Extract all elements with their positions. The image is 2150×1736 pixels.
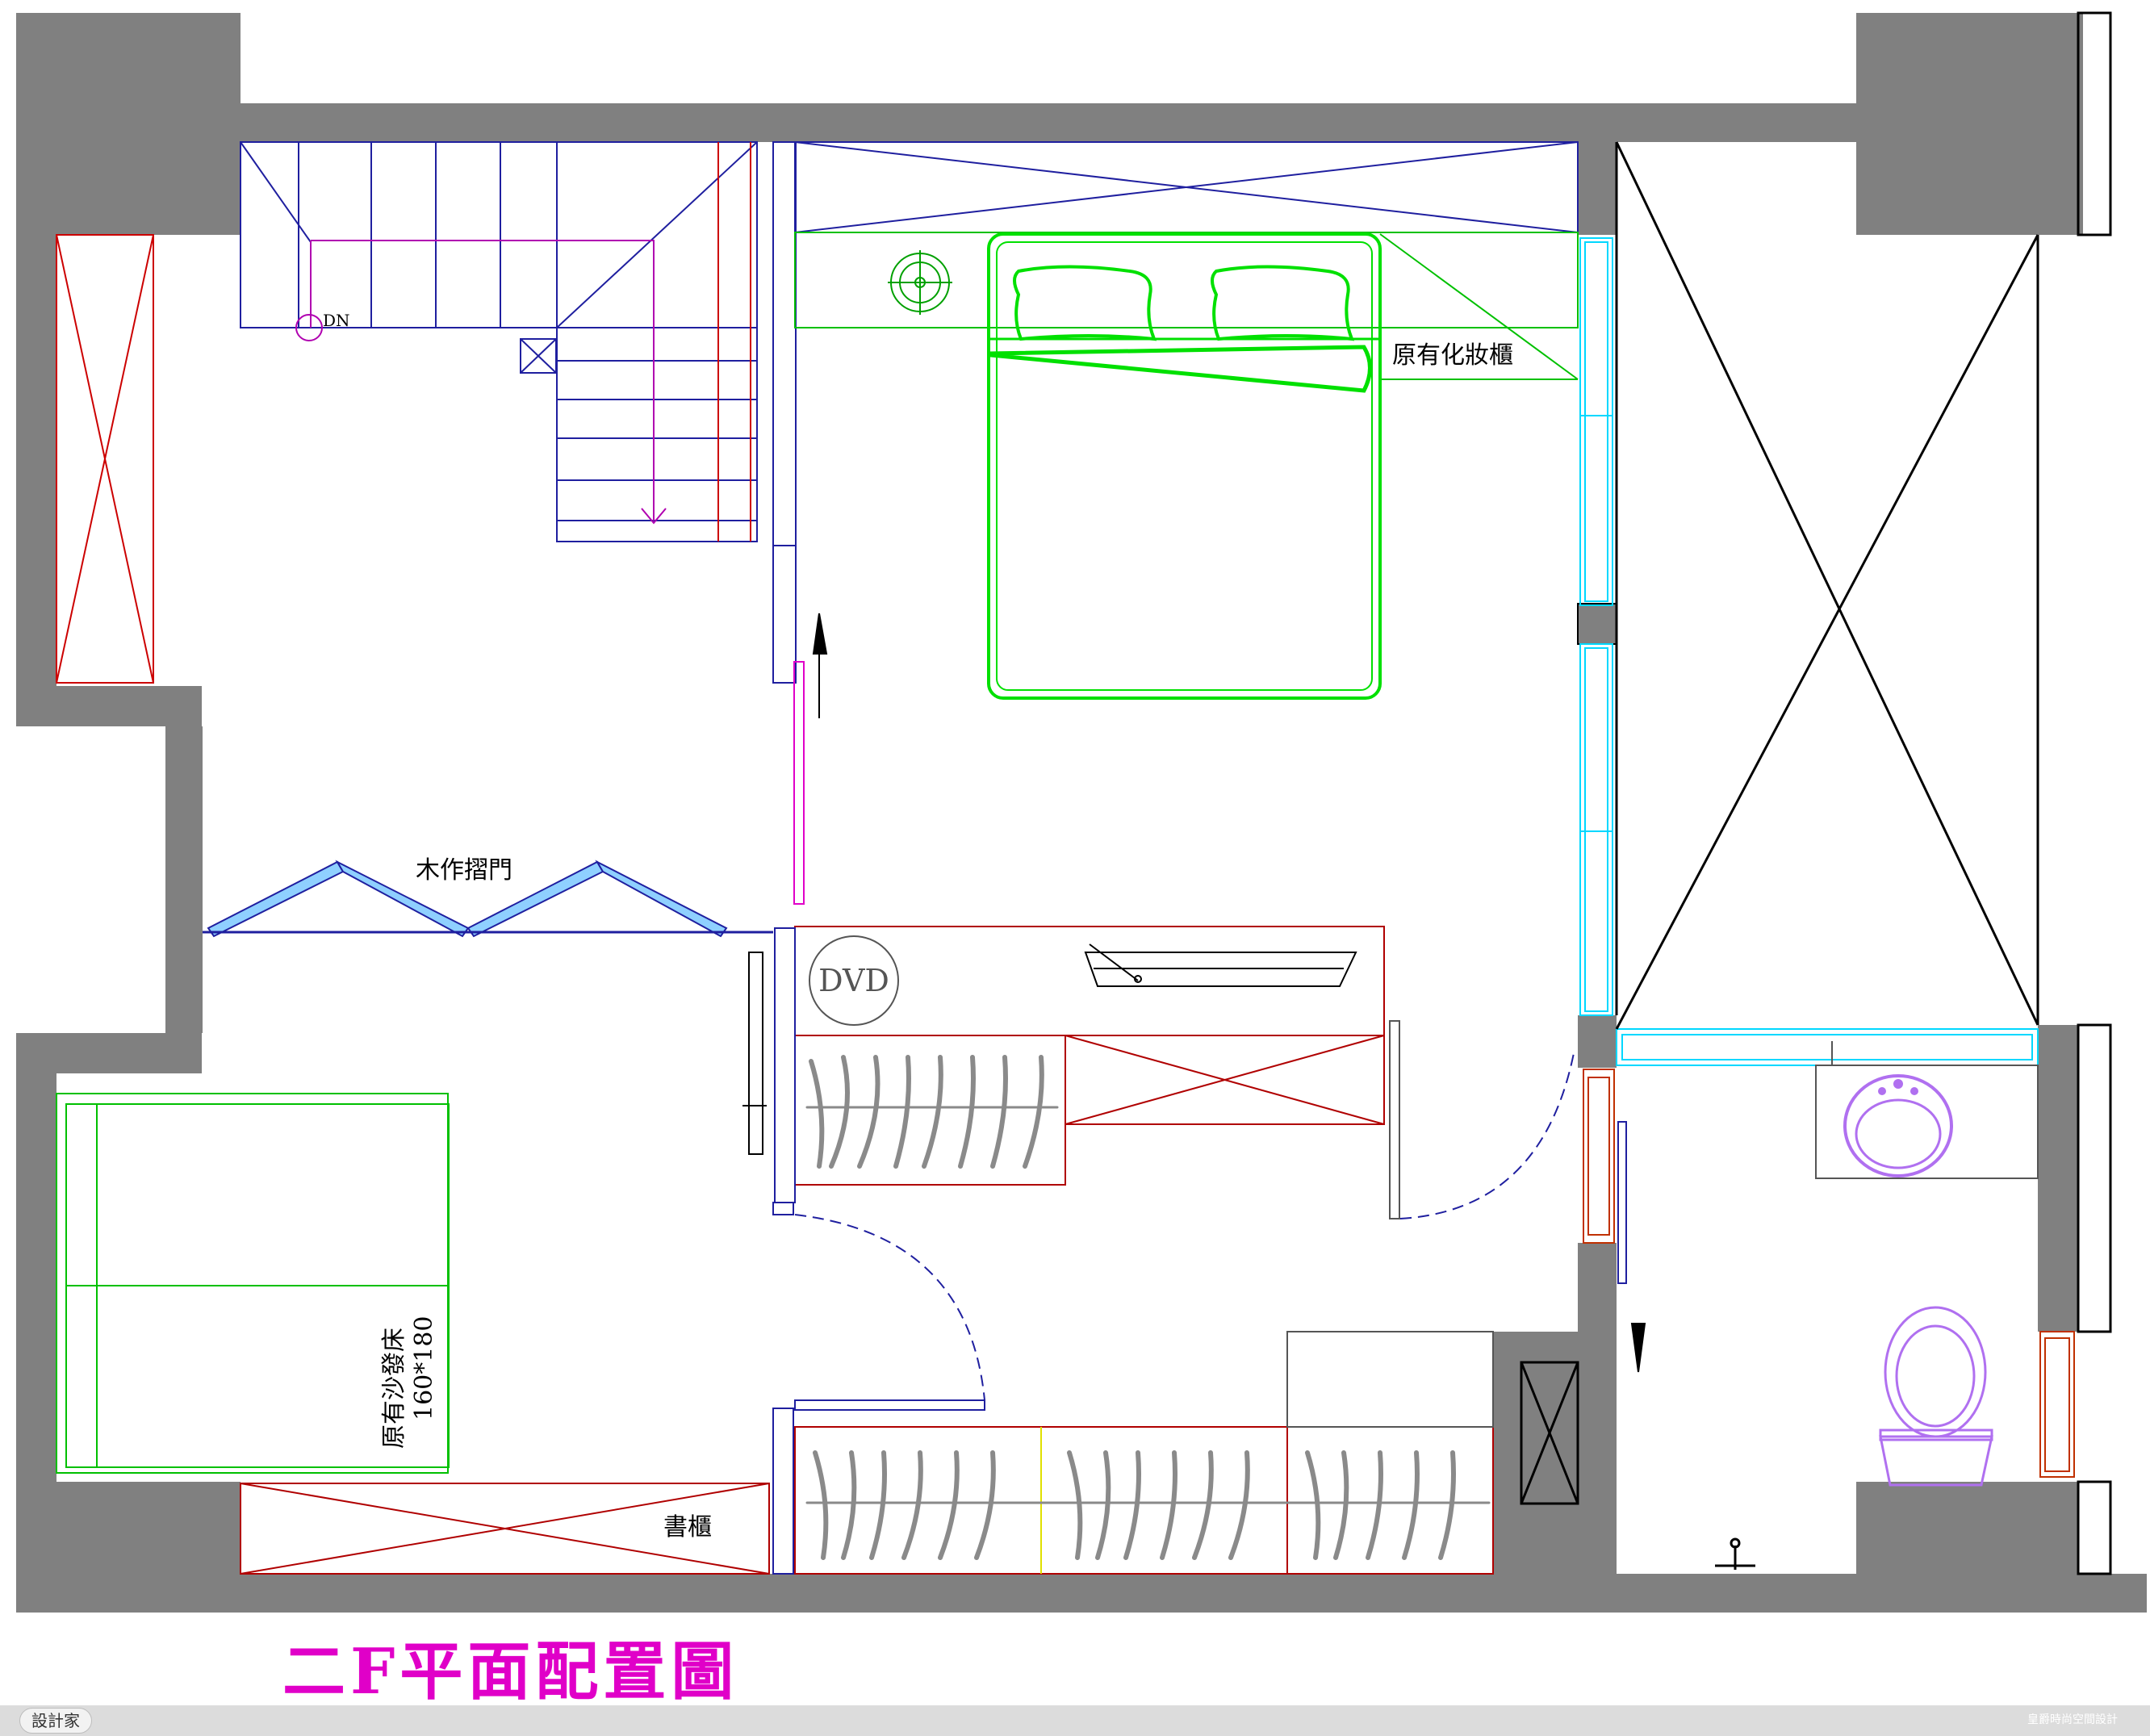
tv-cabinet <box>774 926 1385 1203</box>
bookcase <box>240 1483 770 1575</box>
sofa-bed <box>56 1093 450 1474</box>
study-door <box>772 1202 985 1575</box>
shower-valve <box>1715 1537 1755 1570</box>
bedroom-door <box>1389 1020 1575 1219</box>
duct-shaft <box>1520 1361 1579 1505</box>
stair-dn-label: DN <box>323 311 350 330</box>
void-opening <box>1615 141 2039 1030</box>
sofa-bed-name: 原有沙發床 <box>380 1328 408 1449</box>
designer-credit: 皇爵時尚空間設計 <box>2027 1713 2118 1726</box>
dvd-player: DVD <box>809 935 899 1026</box>
walls <box>16 11 2147 1613</box>
sofa-bed-label: 原有沙發床 160*180 <box>380 1316 438 1449</box>
folding-door-label: 木作摺門 <box>416 856 512 885</box>
top-storage-cabinet <box>794 141 1579 233</box>
bookcase-label: 書櫃 <box>663 1513 712 1541</box>
washbasin <box>1815 1041 2039 1179</box>
folding-door <box>207 860 728 938</box>
sofa-bed-size: 160*180 <box>410 1316 438 1420</box>
dvd-label: DVD <box>818 963 889 998</box>
double-bed <box>987 232 1382 700</box>
left-storage-cabinet <box>56 234 154 684</box>
toilet <box>1879 1306 1993 1487</box>
bathroom-door-frame <box>1583 1069 2075 1478</box>
site-logo[interactable]: 設計家 <box>19 1708 92 1734</box>
dresser-label: 原有化妝櫃 <box>1392 341 1513 370</box>
lower-wardrobe <box>794 1331 1494 1575</box>
staircase <box>240 141 758 542</box>
tv-set <box>742 943 1357 1155</box>
wardrobe-upper-hangers <box>805 1055 1059 1169</box>
plan-title: 二F平面配置圖 <box>282 1635 738 1709</box>
nightstand-lamp <box>888 250 952 315</box>
wardrobe-lower-hangers <box>805 1450 1491 1560</box>
sliding-door-arrow <box>812 613 828 718</box>
bedroom-partition <box>772 141 805 905</box>
footer-bar <box>0 1705 2150 1736</box>
